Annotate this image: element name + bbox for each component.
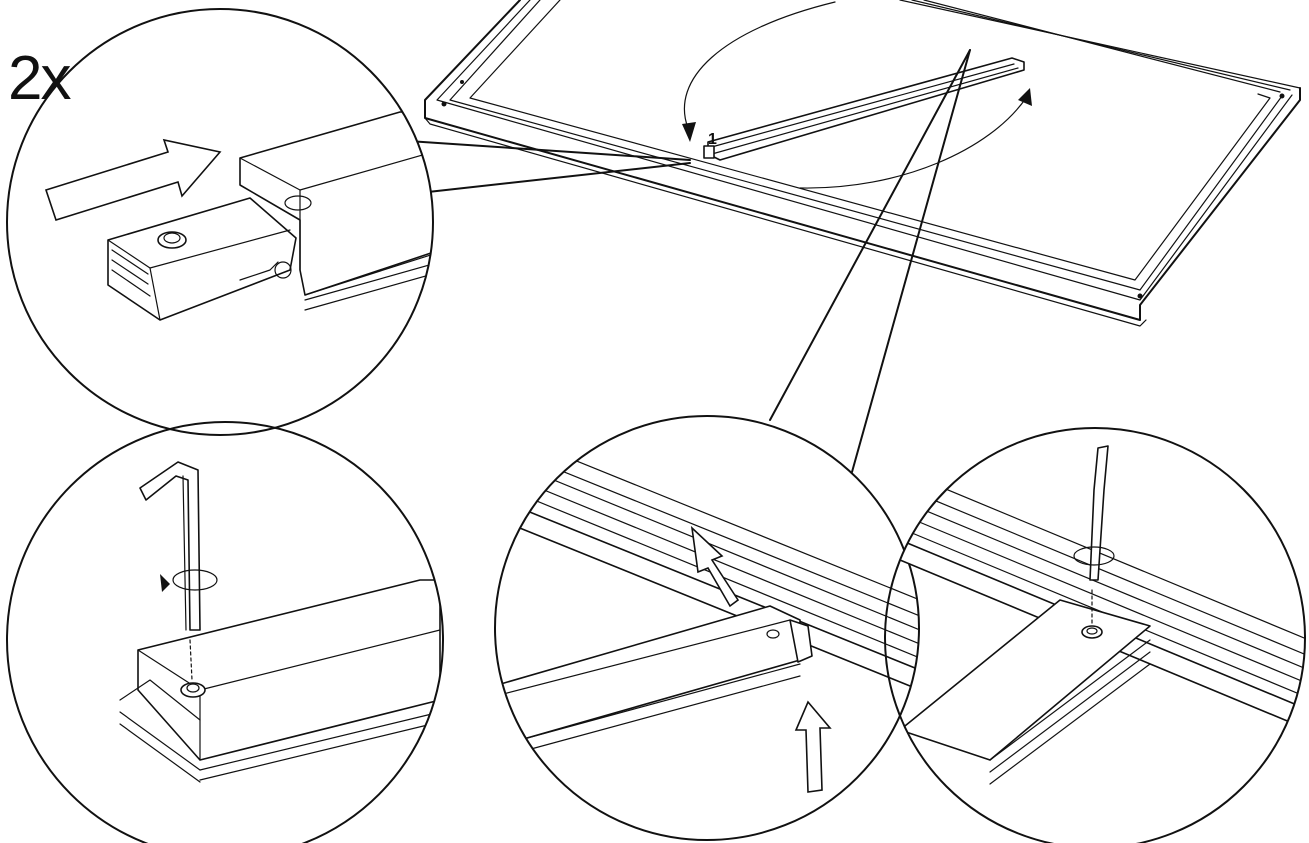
- detail-tighten-screw: [6, 421, 444, 843]
- push-arrow-icon: [44, 138, 222, 221]
- hex-key-icon: [139, 461, 201, 681]
- rotation-arrows: [682, 1, 1032, 189]
- frame-overview: [424, 0, 1301, 327]
- rotate-icon-2: [1073, 546, 1115, 566]
- detail-connector-insert: [6, 8, 434, 436]
- rotate-clockwise-icon: [160, 569, 218, 592]
- crossbar-overview: 1: [703, 57, 1025, 161]
- push-arrow-icon-up: [690, 525, 740, 608]
- detail-fasten-crossbar: [884, 427, 1306, 843]
- callout-leaders: [407, 49, 971, 473]
- step-number-1: 1: [708, 131, 717, 148]
- detail-crossbar-insert: [494, 415, 920, 841]
- multiplier-label: 2x: [8, 44, 72, 113]
- push-arrow-icon-lift: [794, 700, 832, 793]
